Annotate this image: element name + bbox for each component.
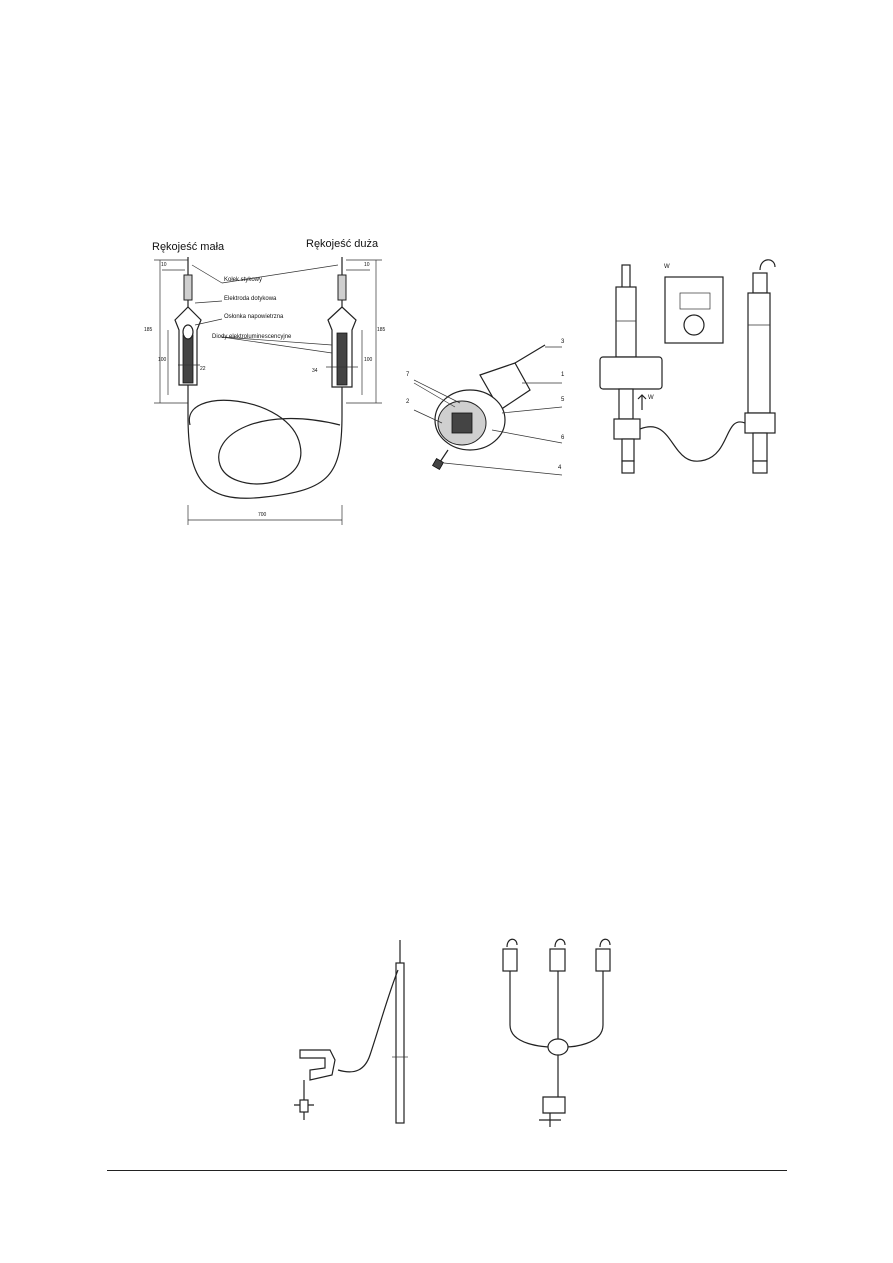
- dim-left-width: 22: [200, 366, 206, 372]
- callout-touch-electrode: Elektroda dotykowa: [224, 296, 277, 302]
- callout-contact-pin: Kołek stykowy: [224, 277, 263, 283]
- callout-cover: Osłonka napowietrzna: [224, 314, 284, 320]
- handle-small-label: Rękojeść mała: [152, 241, 225, 253]
- dim-left-top: 10: [161, 262, 167, 268]
- figure-voltage-indicator: 7 2 3 1 5 6 4: [400, 335, 570, 480]
- figure-three-phase-grounding: [495, 935, 625, 1130]
- indicator-callout-6: 6: [561, 435, 565, 441]
- figure-phase-comparator: W W: [590, 255, 790, 485]
- indicator-callout-7: 7: [406, 372, 410, 378]
- indicator-callout-1: 1: [561, 372, 565, 378]
- dim-left-handle: 100: [158, 357, 167, 363]
- dim-right-top: 10: [364, 262, 370, 268]
- dim-left-total: 185: [144, 327, 153, 333]
- comparator-label-w-arrow: W: [648, 395, 654, 401]
- dim-cable-length: 700: [258, 512, 267, 518]
- figure-two-handle-tester: Rękojeść mała Rękojeść duża Kołek stykow…: [140, 235, 385, 530]
- indicator-callout-3: 3: [561, 339, 565, 345]
- dim-right-width: 34: [312, 368, 318, 374]
- footer-rule: [107, 1170, 787, 1171]
- dim-right-total: 185: [377, 327, 386, 333]
- indicator-callout-4: 4: [558, 465, 562, 471]
- callout-leds: Diody elektroluminescencyjne: [212, 334, 292, 340]
- comparator-label-w-top: W: [664, 264, 670, 270]
- indicator-callout-5: 5: [561, 397, 565, 403]
- indicator-callout-2: 2: [406, 399, 410, 405]
- handle-large-label: Rękojeść duża: [306, 238, 379, 250]
- figure-grounding-rod: [280, 935, 420, 1130]
- dim-right-handle: 100: [364, 357, 373, 363]
